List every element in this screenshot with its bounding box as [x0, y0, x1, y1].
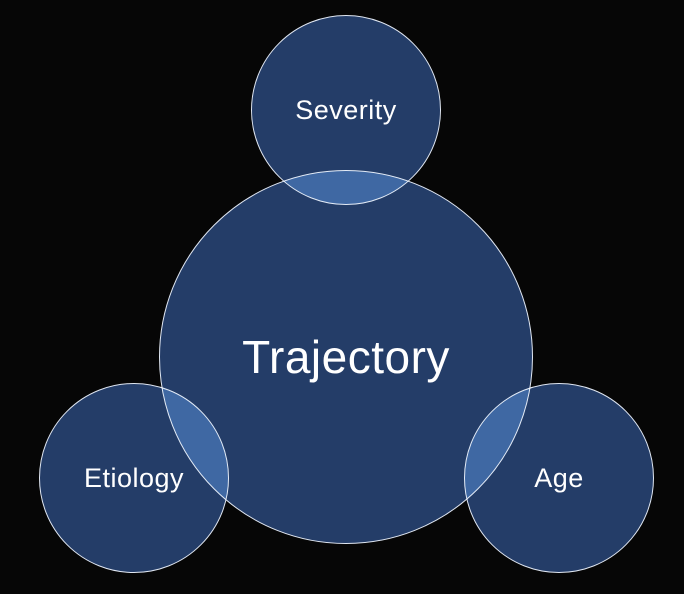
trajectory-label: Trajectory [242, 331, 450, 383]
etiology-label: Etiology [83, 462, 185, 493]
circle-age: Age [464, 383, 654, 573]
age-label: Age [534, 462, 584, 493]
severity-label: Severity [295, 94, 397, 125]
circle-etiology: Etiology [39, 383, 229, 573]
circle-severity: Severity [251, 15, 441, 205]
